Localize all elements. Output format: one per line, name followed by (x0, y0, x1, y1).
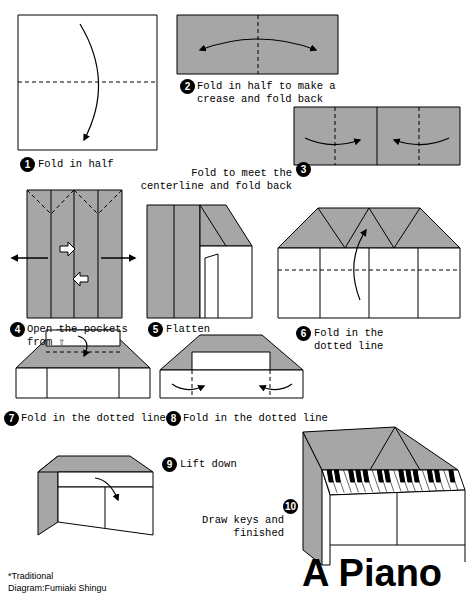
fold-arrow (95, 478, 118, 500)
step-number: 10 (283, 499, 298, 514)
edge-line (370, 427, 420, 470)
step-number: 2 (180, 79, 195, 94)
paper-rectangle (177, 15, 338, 74)
fold-arrow (200, 39, 316, 50)
step-number: 8 (166, 411, 181, 426)
crease-line (377, 107, 378, 165)
paper-body (16, 368, 150, 398)
pocket-arrow (60, 242, 75, 256)
step-caption: Open the pockets from ⇧ (27, 323, 137, 349)
piano-body (330, 490, 465, 545)
edge-line (200, 205, 226, 246)
piano-lid (303, 427, 458, 470)
roof (160, 335, 303, 370)
flap-line (205, 254, 218, 318)
title: A Piano (302, 552, 442, 594)
black-key (334, 470, 340, 482)
fold-arrow (354, 230, 366, 300)
black-key (435, 470, 441, 482)
black-key (413, 470, 419, 482)
step-number: 6 (296, 326, 311, 341)
fold-arrow (260, 384, 292, 390)
step-number: 5 (148, 322, 163, 337)
step-number: 7 (4, 411, 19, 426)
open-arrow (101, 257, 135, 258)
paper-rectangle (294, 107, 460, 165)
edge-line (418, 248, 419, 318)
black-key (349, 470, 355, 482)
paper-folded (27, 190, 122, 318)
fold-arrow (172, 384, 204, 390)
folded-flap (192, 352, 270, 370)
keyboard-flap (58, 472, 153, 487)
step-caption: Fold to meet the centerline and fold bac… (128, 167, 292, 193)
paper-body (160, 370, 303, 398)
paper-square (18, 15, 157, 150)
credit-note: *Traditional (8, 571, 53, 582)
black-key (377, 470, 383, 482)
open-arrow (12, 257, 48, 258)
fold-arrow (80, 24, 99, 140)
fold-arrow (305, 138, 360, 145)
black-key (384, 470, 390, 482)
step-number: 3 (296, 162, 311, 177)
paper-body (278, 248, 460, 318)
black-key (427, 470, 433, 482)
step-caption: Fold in the dotted line (183, 412, 328, 425)
paper-panel (147, 205, 200, 318)
fold-line (192, 370, 193, 398)
center-line (74, 190, 75, 318)
step-caption: Flatten (166, 323, 210, 336)
paper-panel (200, 246, 252, 318)
step-caption: Fold in half to make a crease and fold b… (197, 80, 337, 106)
black-key (406, 470, 412, 482)
paper-body (58, 487, 153, 535)
fold-line (18, 82, 157, 83)
black-key (356, 470, 362, 482)
roof-flap (200, 205, 252, 246)
center-line (174, 205, 175, 318)
edge-line (119, 368, 120, 398)
step-caption: Draw keys and finished (198, 514, 284, 540)
edge-line (47, 368, 48, 398)
black-key (363, 470, 369, 482)
credit-note: Diagram:Fumiaki Shingu (8, 583, 107, 594)
step-caption: Fold in the dotted line (314, 327, 404, 353)
center-line (369, 248, 370, 318)
step-caption: Fold in the dotted line (21, 412, 166, 425)
fold-arrow (78, 336, 87, 356)
pocket-arrow (73, 272, 88, 286)
center-line (397, 493, 398, 545)
fold-line (46, 352, 120, 353)
center-line (105, 487, 106, 528)
edge-line (320, 248, 321, 318)
black-key (399, 470, 405, 482)
roof (16, 330, 150, 368)
fold-line (27, 190, 122, 214)
edge-line (318, 208, 420, 248)
piano-keys (322, 470, 458, 493)
step-caption: Fold in half (38, 158, 114, 171)
step-number: 9 (162, 457, 177, 472)
black-key (449, 470, 455, 482)
fold-line (419, 107, 420, 165)
fold-line (335, 107, 336, 165)
edge-line (51, 190, 52, 318)
edge-line (98, 190, 99, 318)
fold-line (278, 270, 460, 271)
step-caption: Lift down (180, 458, 237, 471)
fold-arrow (394, 138, 449, 145)
black-key (327, 470, 333, 482)
step-number: 1 (20, 157, 35, 172)
step-number: 4 (10, 322, 25, 337)
fold-line (270, 370, 271, 398)
fold-line (258, 15, 259, 74)
roof (38, 456, 153, 472)
roof (278, 208, 460, 248)
